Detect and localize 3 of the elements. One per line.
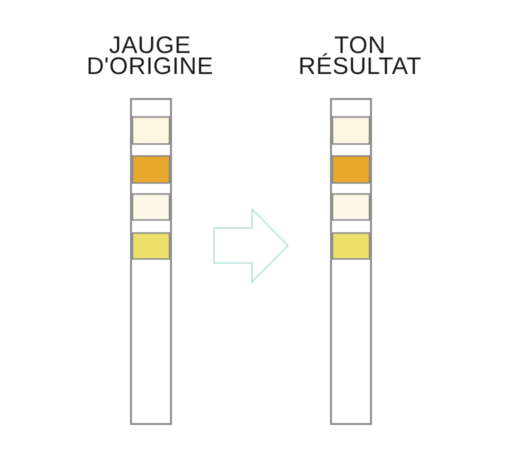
block-arrow (213, 207, 290, 284)
strip-heading: JAUGE D'ORIGINE (86, 35, 214, 77)
strip-heading: TON RÉSULTAT (298, 35, 422, 77)
